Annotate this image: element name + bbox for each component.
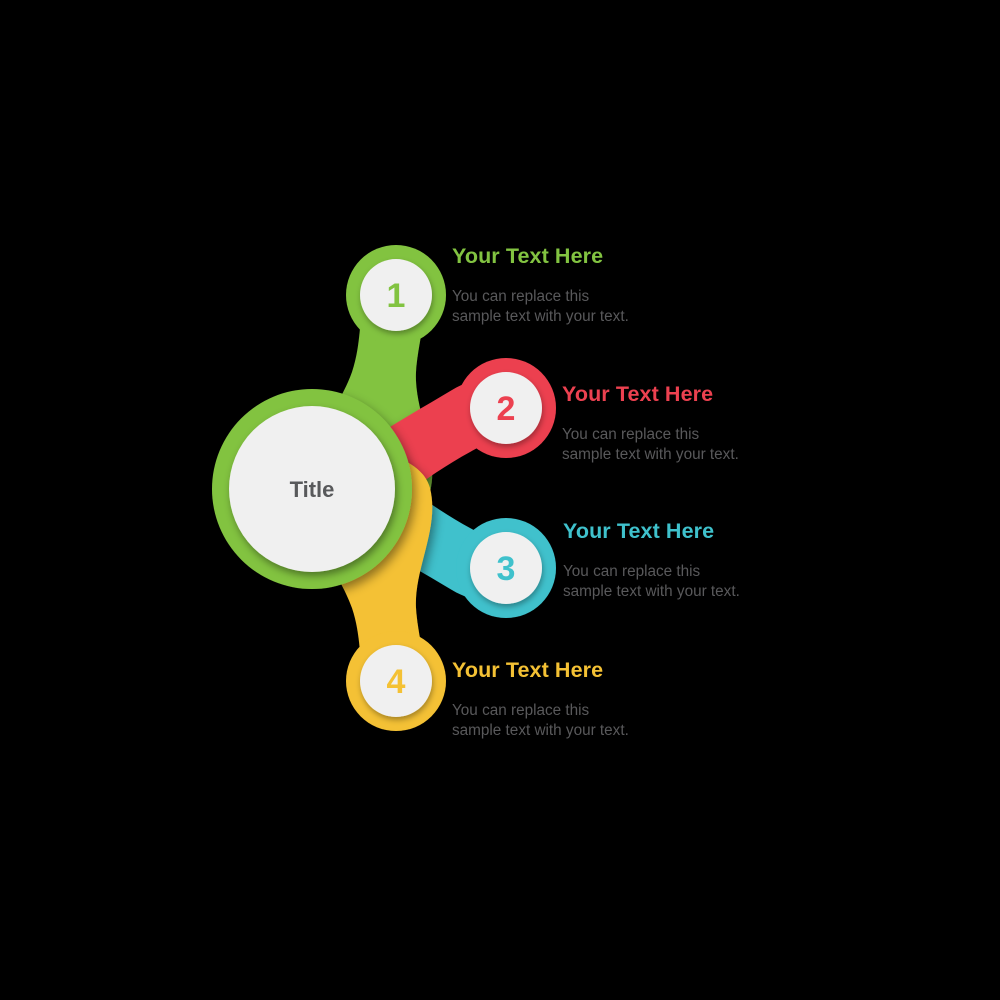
satellite-number-3: 3 [497,550,516,588]
item-label-3[interactable]: Your Text Here You can replace this samp… [563,520,740,602]
item-body-line2-3: sample text with your text. [563,582,740,600]
satellite-inner-disc-1 [360,259,432,331]
item-body-line1-3: You can replace this [563,562,701,580]
item-label-4[interactable]: Your Text Here You can replace this samp… [452,659,629,741]
item-body-line2-2: sample text with your text. [562,445,739,463]
satellite-4-inner[interactable] [360,645,432,717]
satellite-inner-disc-2 [470,372,542,444]
item-body-3: You can replace this sample text with yo… [563,562,740,602]
item-body-1: You can replace this sample text with yo… [452,287,629,327]
item-body-line1-4: You can replace this [452,701,590,719]
item-body-2: You can replace this sample text with yo… [562,425,739,465]
satellite-2-inner[interactable] [470,372,542,444]
center-title: Title [290,477,335,502]
item-body-line2-4: sample text with your text. [452,721,629,739]
satellite-inner-disc-3 [470,532,542,604]
item-label-2[interactable]: Your Text Here You can replace this samp… [562,383,739,465]
item-body-line1-2: You can replace this [562,425,700,443]
satellite-number-4: 4 [387,663,406,701]
satellite-number-2: 2 [497,390,516,428]
center-hub-inner[interactable] [229,406,395,572]
satellite-1-inner[interactable] [360,259,432,331]
satellite-inner-disc-4 [360,645,432,717]
item-heading-3: Your Text Here [563,519,715,543]
item-body-4: You can replace this sample text with yo… [452,701,629,741]
satellite-number-1: 1 [387,277,406,315]
item-body-line1-1: You can replace this [452,287,590,305]
item-heading-2: Your Text Here [562,382,714,406]
item-heading-1: Your Text Here [452,244,604,268]
center-disc [229,406,395,572]
item-heading-4: Your Text Here [452,658,604,682]
satellite-3-inner[interactable] [470,532,542,604]
item-body-line2-1: sample text with your text. [452,307,629,325]
item-label-1[interactable]: Your Text Here You can replace this samp… [452,245,629,327]
